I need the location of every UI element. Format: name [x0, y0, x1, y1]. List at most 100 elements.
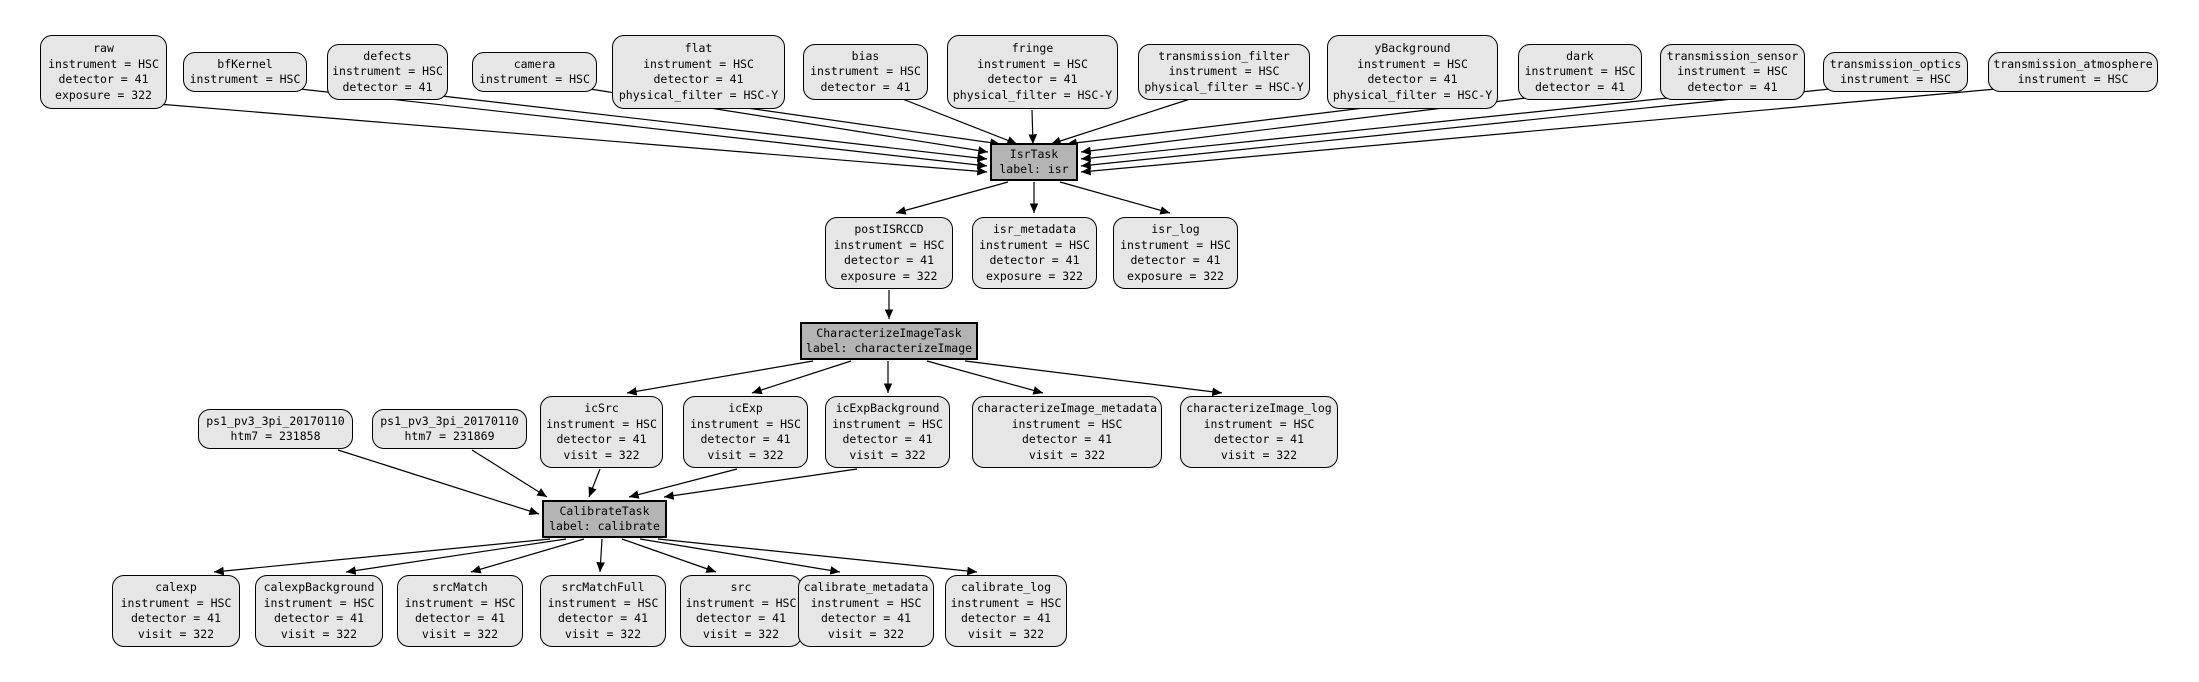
node-calibrate-metadata: calibrate_metadata instrument = HSC dete… — [798, 575, 934, 647]
edge-ybackground-to-isr — [1066, 106, 1373, 148]
node-ps1-refcat-231858: ps1_pv3_3pi_20170110 htm7 = 231858 — [198, 409, 353, 449]
node-title: bias — [851, 48, 880, 63]
node-title: calexpBackground — [263, 580, 375, 594]
node-characterizeimage-metadata: characterizeImage_metadata instrument = … — [972, 396, 1162, 468]
node-calexp: calexp instrument = HSC detector = 41 vi… — [112, 575, 240, 647]
edge-icsrc-to-calibrate — [588, 468, 601, 498]
node-title: ps1_pv3_3pi_20170110 — [380, 413, 519, 428]
node-attrs: instrument = HSC detector = 41 physical_… — [952, 56, 1113, 102]
edge-transmission-filter-to-isr — [1050, 98, 1191, 146]
node-bfkernel: bfKernel instrument = HSC — [183, 52, 307, 92]
node-characterizeimage-log: characterizeImage_log instrument = HSC d… — [1180, 396, 1338, 468]
node-title: srcMatchFull — [561, 580, 645, 594]
node-attrs: instrument = HSC detector = 41 — [810, 64, 921, 94]
node-dark: dark instrument = HSC detector = 41 — [1518, 44, 1642, 100]
edge-calibrate-to-metadata — [639, 538, 841, 575]
edge-icexpbackground-to-calibrate — [663, 468, 858, 500]
node-title: calexp — [155, 580, 197, 594]
node-fringe: fringe instrument = HSC detector = 41 ph… — [947, 35, 1118, 109]
node-src: src instrument = HSC detector = 41 visit… — [680, 575, 802, 647]
node-attrs: instrument = HSC detector = 41 visit = 3… — [950, 595, 1062, 641]
node-title: yBackground — [1374, 41, 1451, 55]
node-attrs: instrument = HSC detector = 41 visit = 3… — [1011, 416, 1123, 462]
node-ybackground: yBackground instrument = HSC detector = … — [1327, 35, 1498, 109]
node-attrs: instrument = HSC detector = 41 visit = 3… — [546, 416, 657, 462]
node-calexpbackground: calexpBackground instrument = HSC detect… — [255, 575, 383, 647]
task-title: CharacterizeImageTask — [816, 325, 962, 340]
node-srcmatchfull: srcMatchFull instrument = HSC detector =… — [540, 575, 666, 647]
node-transmission-optics: transmission_optics instrument = HSC — [1823, 52, 1968, 92]
edge-defects-to-isr — [441, 95, 988, 163]
node-calibratetask: CalibrateTask label: calibrate — [542, 500, 667, 538]
node-attrs: instrument = HSC — [2017, 72, 2129, 86]
node-title: ps1_pv3_3pi_20170110 — [206, 413, 345, 428]
node-attrs: instrument = HSC detector = 41 physical_… — [1332, 56, 1493, 102]
node-title: icExpBackground — [835, 401, 940, 415]
node-title: transmission_sensor — [1666, 48, 1799, 63]
node-defects: defects instrument = HSC detector = 41 — [327, 44, 448, 100]
task-label: label: characterizeImage — [805, 341, 973, 355]
node-isrtask: IsrTask label: isr — [990, 143, 1078, 181]
node-title: fringe — [1011, 41, 1054, 55]
node-title: characterizeImage_log — [1186, 401, 1332, 415]
node-attrs: instrument = HSC — [189, 72, 301, 86]
node-ps1-refcat-231869: ps1_pv3_3pi_20170110 htm7 = 231869 — [372, 409, 527, 449]
edge-bias-to-isr — [899, 97, 1018, 145]
node-attrs: instrument = HSC detector = 41 visit = 3… — [1203, 416, 1315, 462]
edge-transmission-optics-to-isr — [1080, 88, 1831, 170]
node-icsrc: icSrc instrument = HSC detector = 41 vis… — [540, 396, 663, 468]
node-title: transmission_atmosphere — [1993, 56, 2153, 71]
node-attrs: instrument = HSC detector = 41 — [1677, 64, 1788, 94]
node-title: transmission_optics — [1829, 56, 1962, 71]
node-transmission-sensor: transmission_sensor instrument = HSC det… — [1660, 44, 1805, 100]
node-calibrate-log: calibrate_log instrument = HSC detector … — [945, 575, 1067, 647]
node-flat: flat instrument = HSC detector = 41 phys… — [612, 35, 785, 109]
edge-bfkernel-to-isr — [299, 88, 988, 170]
node-icexpbackground: icExpBackground instrument = HSC detecto… — [825, 396, 950, 468]
task-title: CalibrateTask — [559, 503, 650, 518]
node-title: camera — [513, 56, 556, 71]
node-attrs: htm7 = 231858 — [230, 429, 321, 443]
node-attrs: instrument = HSC detector = 41 physical_… — [618, 56, 779, 102]
edge-fringe-to-isr — [1028, 109, 1038, 145]
node-attrs: instrument = HSC detector = 41 exposure … — [1120, 237, 1231, 283]
edge-isr-to-postisrccd — [895, 181, 1009, 215]
node-attrs: instrument = HSC detector = 41 — [1524, 64, 1636, 94]
node-attrs: instrument = HSC detector = 41 visit = 3… — [810, 595, 922, 641]
edge-calibrate-to-srcmatchfull — [596, 538, 605, 573]
node-title: dark — [1566, 48, 1594, 63]
node-title: srcMatch — [432, 580, 488, 594]
node-raw: raw instrument = HSC detector = 41 expos… — [40, 35, 167, 109]
edge-ps1b-to-calibrate — [471, 449, 548, 498]
task-label: label: isr — [999, 162, 1069, 176]
node-attrs: instrument = HSC detector = 41 visit = 3… — [120, 595, 232, 641]
node-title: defects — [363, 48, 412, 63]
node-title: src — [730, 580, 752, 594]
node-title: postISRCCD — [854, 222, 924, 236]
node-attrs: instrument = HSC detector = 41 exposure … — [48, 56, 159, 102]
node-characterizeimagetask: CharacterizeImageTask label: characteriz… — [800, 322, 978, 360]
edge-calibrate-to-calexpbackground — [345, 538, 567, 575]
node-title: characterizeImage_metadata — [976, 401, 1157, 415]
node-camera: camera instrument = HSC — [472, 52, 597, 92]
node-attrs: instrument = HSC detector = 41 visit = 3… — [263, 595, 375, 641]
node-transmission-atmosphere: transmission_atmosphere instrument = HSC — [1988, 52, 2158, 92]
edge-characterizeimage-to-icexp — [751, 360, 852, 395]
node-attrs: htm7 = 231869 — [404, 429, 495, 443]
node-attrs: instrument = HSC detector = 41 visit = 3… — [690, 416, 801, 462]
node-isr-metadata: isr_metadata instrument = HSC detector =… — [972, 217, 1097, 289]
edge-characterizeimage-to-icsrc — [626, 360, 814, 396]
task-label: label: calibrate — [549, 519, 660, 533]
node-title: isr_metadata — [992, 222, 1077, 236]
node-title: isr_log — [1151, 222, 1200, 236]
node-attrs: instrument = HSC detector = 41 visit = 3… — [547, 595, 659, 641]
edge-ps1a-to-calibrate — [337, 449, 540, 516]
node-title: raw — [93, 41, 114, 55]
node-attrs: instrument = HSC detector = 41 visit = 3… — [685, 595, 797, 641]
node-attrs: instrument = HSC physical_filter = HSC-Y — [1144, 64, 1304, 94]
node-title: icSrc — [584, 401, 619, 415]
node-title: calibrate_metadata — [803, 580, 929, 594]
edge-calibrate-to-srcmatch — [470, 538, 585, 574]
node-icexp: icExp instrument = HSC detector = 41 vis… — [683, 396, 808, 468]
